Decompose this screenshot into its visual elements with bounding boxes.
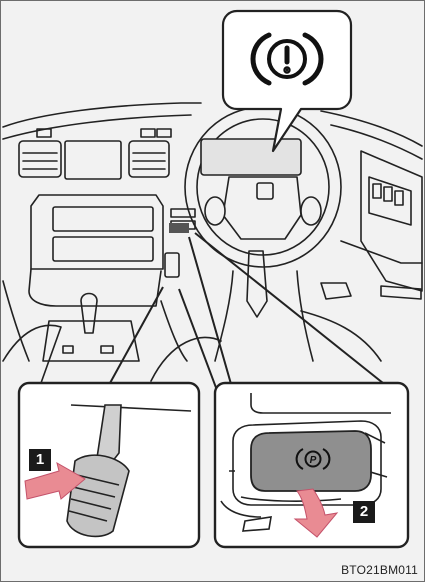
dash-right-edge bbox=[321, 111, 422, 146]
shift-lever bbox=[81, 294, 97, 334]
left-vent bbox=[19, 141, 61, 177]
step-badge-1: 1 bbox=[29, 449, 51, 471]
center-vent bbox=[129, 141, 169, 177]
parking-switch-location bbox=[169, 223, 189, 233]
meter-cluster bbox=[201, 139, 301, 175]
step-badge-2: 2 bbox=[353, 501, 375, 523]
steering-column bbox=[247, 251, 267, 317]
center-display bbox=[65, 141, 121, 179]
parking-p-letter: P bbox=[310, 455, 317, 466]
center-stack bbox=[31, 195, 163, 269]
inset-parking-switch: P bbox=[215, 383, 408, 547]
warning-callout bbox=[223, 11, 351, 151]
figure-code: BTO21BM011 bbox=[341, 563, 418, 577]
pedal-area-marker bbox=[165, 253, 179, 277]
door-panel bbox=[361, 151, 422, 291]
steering-hub bbox=[223, 177, 301, 239]
